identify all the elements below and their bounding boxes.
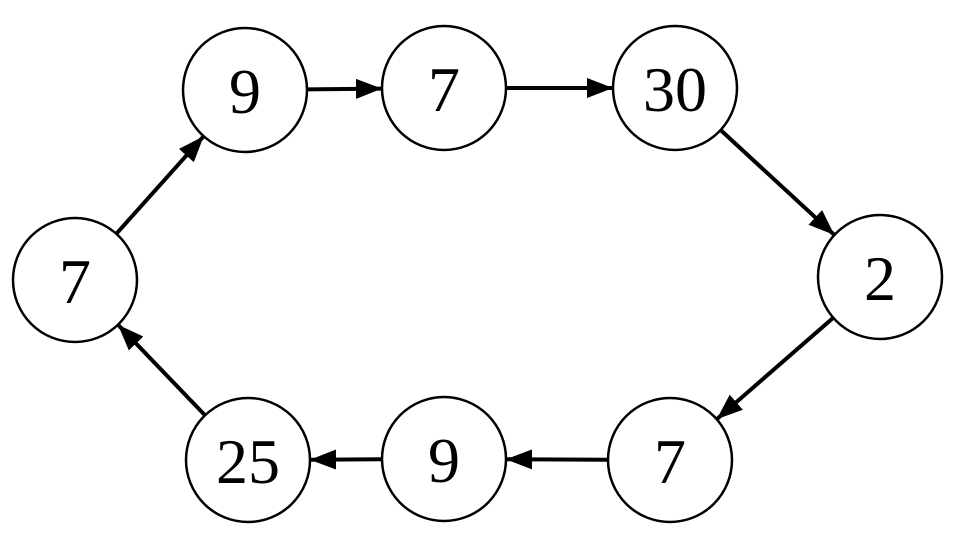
edge-arrow-n1-to-n2 bbox=[306, 78, 383, 99]
node-label: 30 bbox=[643, 54, 707, 125]
node-circle bbox=[611, 24, 739, 152]
edge-arrow-n7-to-n8 bbox=[116, 323, 207, 417]
graph-node-n4: 2 bbox=[816, 213, 944, 341]
node-label: 2 bbox=[864, 243, 896, 314]
node-circle bbox=[606, 396, 734, 524]
node-label: 7 bbox=[59, 246, 91, 317]
graph-node-n6: 9 bbox=[380, 395, 508, 523]
node-label: 25 bbox=[216, 426, 280, 497]
edge-arrow-n4-to-n5 bbox=[715, 316, 835, 421]
edge-arrow-n8-to-n1 bbox=[114, 134, 206, 236]
node-circle bbox=[181, 26, 309, 154]
node-label: 7 bbox=[428, 54, 460, 125]
node-circle bbox=[184, 396, 312, 524]
graph-node-n5: 7 bbox=[606, 396, 734, 524]
graph-node-n2: 7 bbox=[380, 24, 508, 152]
edge-arrow-n3-to-n4 bbox=[719, 128, 836, 237]
node-circle bbox=[816, 213, 944, 341]
node-label: 7 bbox=[654, 426, 686, 497]
graph-node-n7: 25 bbox=[184, 396, 312, 524]
node-circle bbox=[11, 216, 139, 344]
node-label: 9 bbox=[229, 56, 261, 127]
graph-node-n8: 7 bbox=[11, 216, 139, 344]
graph-node-n1: 9 bbox=[181, 26, 309, 154]
node-circle bbox=[380, 395, 508, 523]
node-label: 9 bbox=[428, 425, 460, 496]
node-circle bbox=[380, 24, 508, 152]
graph-node-n3: 30 bbox=[611, 24, 739, 152]
